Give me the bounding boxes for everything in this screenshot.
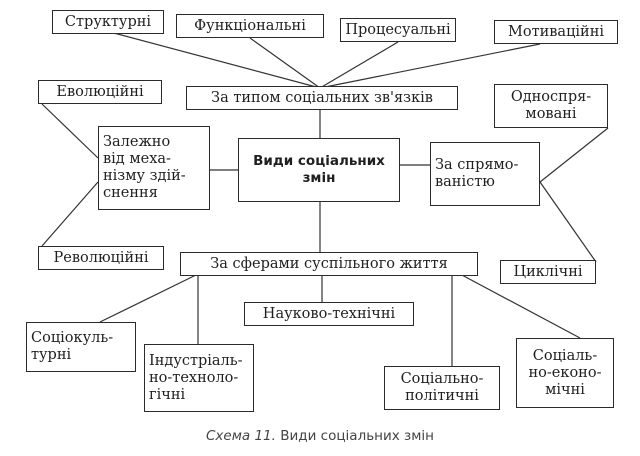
box-functional: Функціональні [176, 14, 324, 38]
box-economic: Соціаль- но-еконо- мічні [516, 338, 614, 408]
box-political: Соціально- політичні [384, 366, 500, 410]
box-unidirectional: Односпря- мовані [494, 84, 608, 128]
connector-structural [109, 31, 321, 89]
box-by-direction: За спрямо- ваністю [430, 142, 540, 206]
box-by-spheres: За сферами суспільного життя [180, 252, 478, 276]
box-industrial: Індустріаль- но-техноло- гічні [144, 344, 254, 412]
box-structural: Структурні [52, 10, 164, 34]
box-by-connections: За типом соціальних зв'язків [186, 86, 458, 110]
caption-title: Види соціальних змін [280, 428, 434, 444]
connector-cyclical [539, 181, 597, 263]
box-center: Види соціальних змін [238, 138, 400, 202]
connector-evolutionary [41, 103, 99, 159]
connector-unidirectional [539, 127, 609, 183]
connector-revolutionary [41, 181, 99, 247]
connector-sociocultural [99, 273, 199, 323]
connector-motivational [319, 43, 541, 89]
box-sociocultural: Соціокуль- турні [26, 322, 136, 372]
box-cyclical: Циклічні [500, 260, 596, 284]
box-motivational: Мотиваційні [494, 20, 618, 44]
box-scientific: Науково-технічні [244, 302, 414, 326]
box-procedural: Процесуальні [340, 18, 456, 42]
connector-economic [459, 273, 581, 339]
box-by-mechanism: Залежно від меха- нізму здій- снення [98, 126, 210, 210]
connector-procedural [319, 41, 399, 89]
connector-functional [249, 37, 321, 89]
box-evolutionary: Еволюційні [38, 80, 162, 104]
caption-number: Схема 11. [206, 428, 276, 444]
figure-caption: Схема 11. Види соціальних змін [0, 428, 640, 444]
box-revolutionary: Революційні [38, 246, 164, 270]
